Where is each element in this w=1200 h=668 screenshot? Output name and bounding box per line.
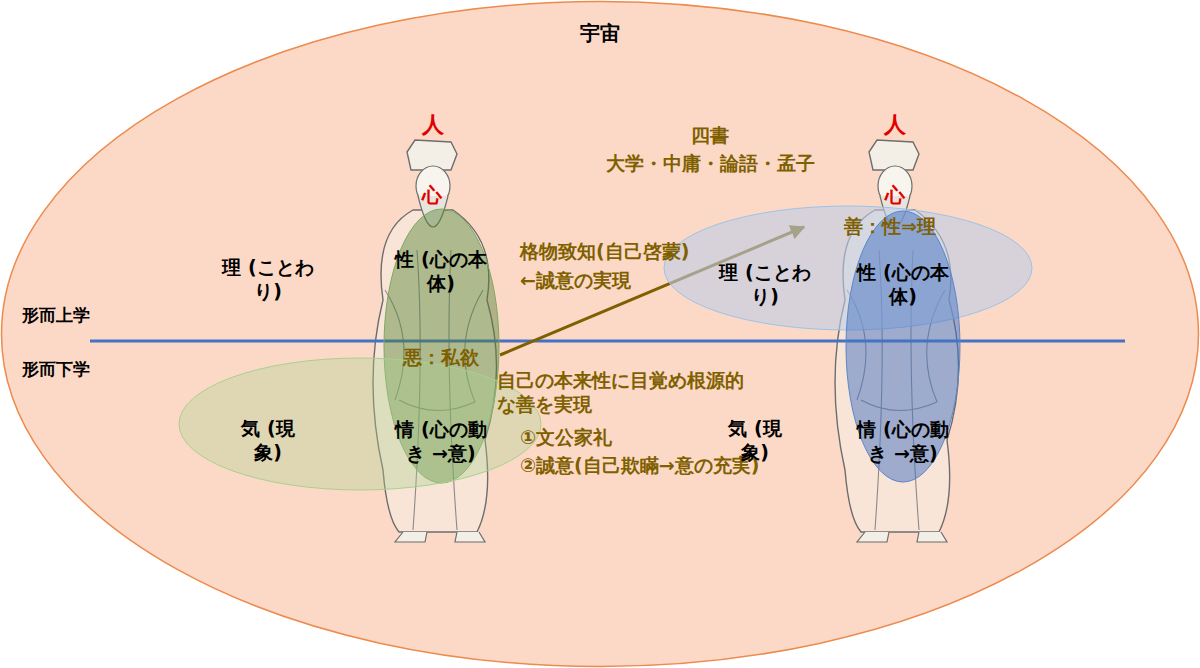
node-text: 気 (現象) — [237, 417, 299, 465]
li-label: 理 (ことわり) — [209, 256, 327, 304]
physics-label: 形而下学 — [22, 359, 90, 380]
nature-ellipse: 性 (心の本体) 情 (心の動き →意) — [845, 210, 961, 483]
qi-ellipse: 気 (現象) — [178, 357, 542, 491]
node-text: 性 (心の本体) — [393, 248, 489, 296]
four-books-title: 四書 — [691, 124, 729, 148]
qi-label: 気 (現象) — [724, 417, 786, 465]
divider-line — [90, 340, 1125, 343]
node-text: 理 (ことわり) — [706, 261, 824, 309]
person-label: 人 — [884, 111, 906, 139]
qi-ellipse-shape — [179, 358, 541, 490]
metaphysics-label: 形而上学 — [22, 305, 90, 326]
nature-ellipse-shape — [846, 211, 960, 482]
step-two: ②誠意(自己欺瞞→意の充実) — [520, 454, 759, 478]
gewu-label: 格物致知(自己啓蒙) — [520, 240, 689, 264]
sincerity-label: ←誠意の実現 — [520, 269, 631, 293]
node-text: 情 (心の動き →意) — [855, 418, 951, 466]
qi-ellipse-outline — [178, 357, 542, 491]
node-text: 善：性⇒理 — [810, 215, 970, 239]
heart-label: 心 — [422, 183, 442, 208]
four-books-list: 大学・中庸・論語・孟子 — [606, 152, 815, 176]
heart-label: 心 — [885, 183, 905, 208]
node-text: 性 (心の本体) — [855, 261, 951, 309]
step-one: ①文公家礼 — [520, 426, 612, 450]
node-text: 悪：私欲 — [386, 346, 496, 370]
node-text: 情 (心の動き →意) — [393, 418, 489, 466]
person-label: 人 — [422, 111, 444, 139]
goal-note: 自己の本来性に目覚め根源的な善を実現 — [497, 369, 759, 417]
mind-ellipse: 性 (心の本体) 悪：私欲情 (心の動き →意) — [383, 208, 500, 484]
node-text: 宇宙 — [560, 21, 640, 46]
